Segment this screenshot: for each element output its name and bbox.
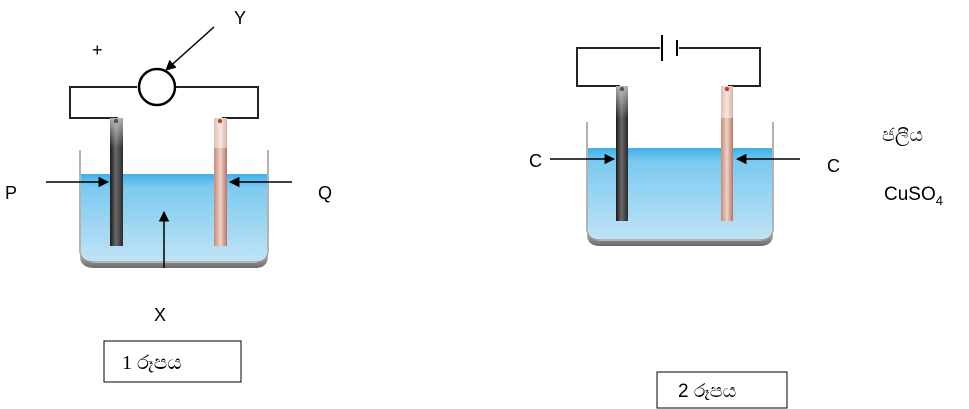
fig1-label-p: P bbox=[5, 183, 17, 203]
fig2-electrode-right bbox=[721, 86, 733, 221]
fig2-formula-subscript: 4 bbox=[936, 193, 943, 208]
fig2-label-left-c: C bbox=[529, 151, 542, 171]
fig1-label-x: X bbox=[154, 305, 166, 325]
fig2-electrode-left-terminal bbox=[619, 86, 625, 92]
fig2-caption-box bbox=[656, 371, 788, 409]
fig2-solution-label-sinhala: ජලීය bbox=[882, 125, 923, 146]
fig2-electrode-left bbox=[616, 86, 628, 221]
figure-1: + Y P Q X 1 රූපය bbox=[5, 8, 332, 383]
fig1-meter-circle bbox=[137, 67, 177, 107]
fig1-solution bbox=[81, 174, 267, 261]
fig2-solution bbox=[588, 148, 772, 239]
fig2-circuit-wire bbox=[576, 47, 761, 87]
fig2-container-base bbox=[587, 226, 773, 246]
fig2-solution-formula: CuSO4 bbox=[884, 184, 943, 208]
fig1-caption: 1 රූපය bbox=[122, 352, 182, 374]
fig2-electrode-right-terminal bbox=[724, 86, 730, 92]
fig1-arrow-y bbox=[165, 26, 215, 71]
fig1-label-y: Y bbox=[234, 8, 246, 28]
fig2-label-right-c: C bbox=[827, 156, 840, 176]
fig1-container-base bbox=[80, 248, 268, 268]
fig1-label-q: Q bbox=[318, 183, 332, 203]
fig1-electrode-p bbox=[110, 118, 123, 246]
fig1-caption-box bbox=[103, 340, 242, 383]
fig1-circuit-wire bbox=[69, 86, 259, 119]
fig1-plus-sign: + bbox=[92, 40, 103, 60]
fig1-electrode-q bbox=[214, 118, 227, 246]
fig2-battery-icon bbox=[661, 35, 678, 61]
fig1-electrode-p-terminal bbox=[113, 118, 119, 124]
fig2-caption: 2 රූපය bbox=[678, 381, 736, 402]
figure-2: C C ජලීය CuSO4 2 රූපය bbox=[529, 35, 943, 409]
fig2-formula-main: CuSO bbox=[884, 184, 936, 205]
fig1-electrode-q-terminal bbox=[217, 118, 223, 124]
